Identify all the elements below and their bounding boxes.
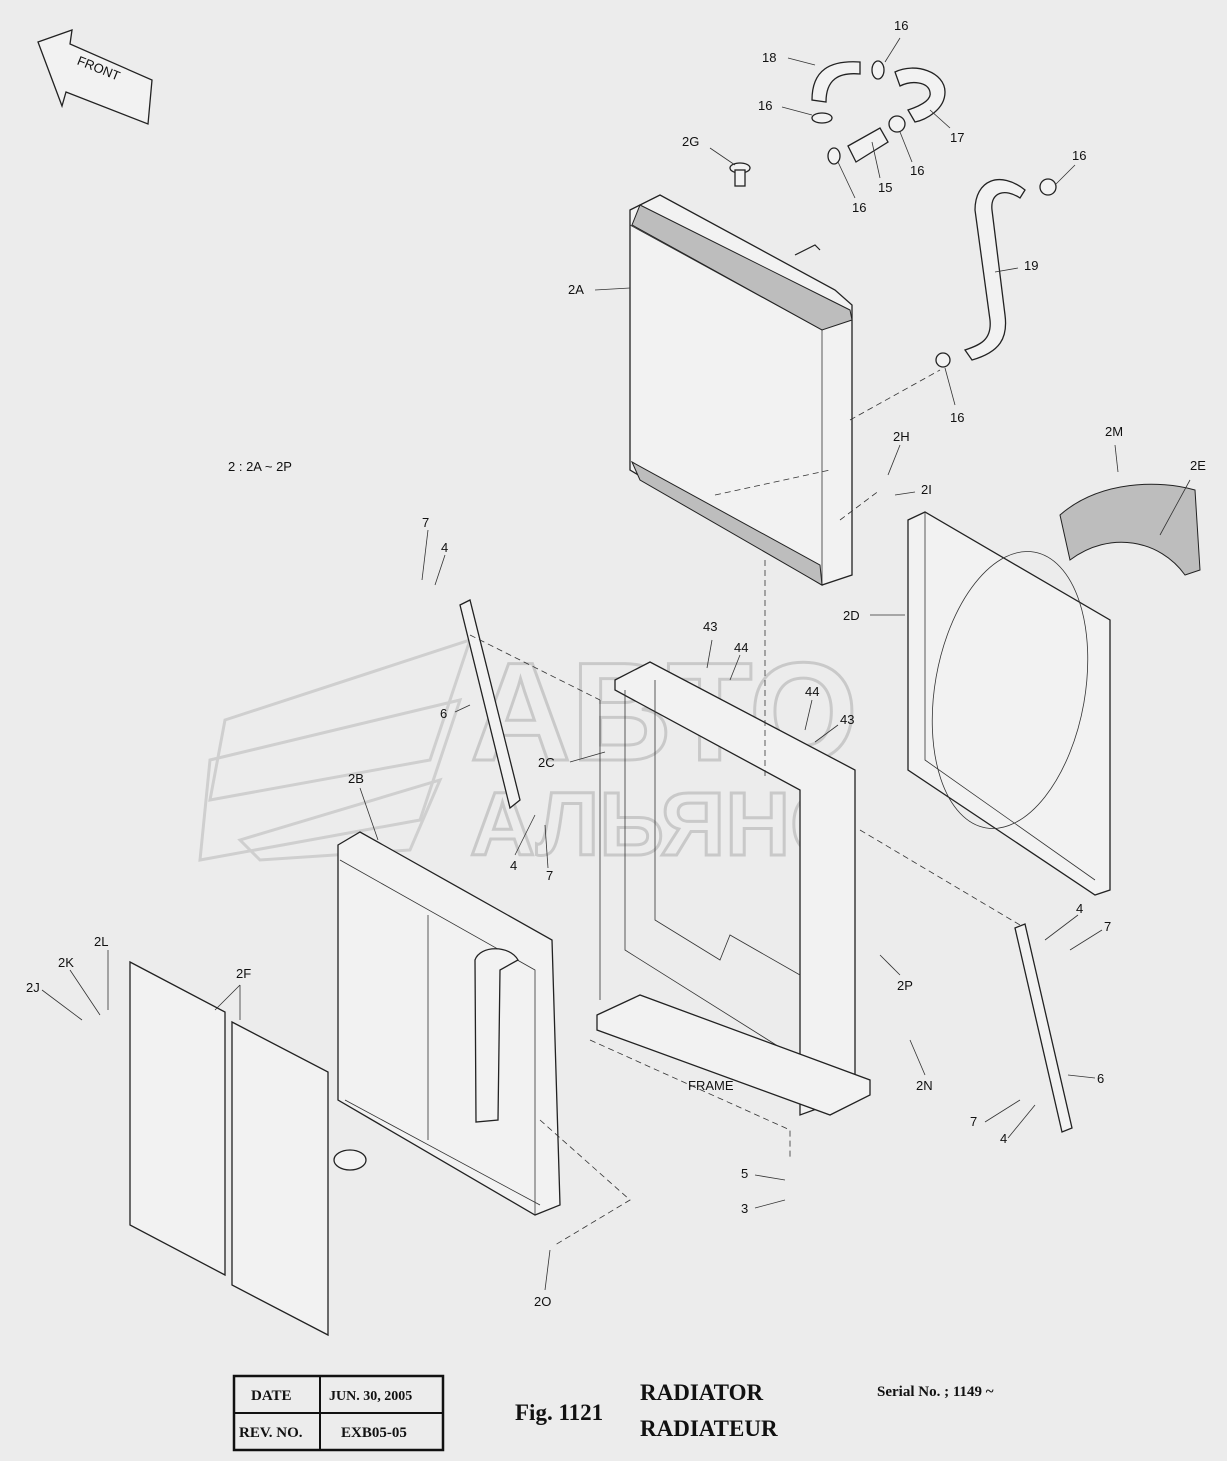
callout-15: 15 (878, 180, 892, 195)
callout-2d: 2D (843, 608, 860, 623)
callout-5: 5 (741, 1166, 748, 1181)
callout-44: 44 (734, 640, 748, 655)
date-label: DATE (251, 1388, 292, 1404)
title-english: RADIATOR (640, 1380, 763, 1405)
callout-3: 3 (741, 1201, 748, 1216)
callout-7: 7 (546, 868, 553, 883)
leader-lines (41, 37, 1191, 1291)
callout-2m: 2M (1105, 424, 1123, 439)
callout-16: 16 (1072, 148, 1086, 163)
title-block: DATE JUN. 30, 2005 REV. NO. EXB05-05 Fig… (232, 1374, 994, 1452)
callout-2a: 2A (568, 282, 584, 297)
callout-16: 16 (894, 18, 908, 33)
watermark-line2: АЛЬЯНС (470, 775, 855, 875)
callout-2n: 2N (916, 1078, 933, 1093)
callout-4: 4 (510, 858, 517, 873)
callout-2h: 2H (893, 429, 910, 444)
callout-2p: 2P (897, 978, 913, 993)
callout-17: 17 (950, 130, 964, 145)
stay-rods (459, 599, 1073, 1133)
callout-18: 18 (762, 50, 776, 65)
callouts: 16 18 16 17 2G 16 15 16 16 19 2A 16 2H 2… (26, 18, 1206, 1309)
fan-shroud (907, 483, 1201, 896)
title-french: RADIATEUR (640, 1416, 778, 1441)
callout-16: 16 (910, 163, 924, 178)
radiator-core (629, 194, 853, 586)
callout-16: 16 (852, 200, 866, 215)
callout-2j: 2J (26, 980, 40, 995)
callout-43: 43 (840, 712, 854, 727)
group-note: 2 : 2A ~ 2P (228, 459, 292, 474)
callout-2o: 2O (534, 1294, 551, 1309)
serial-number: Serial No. ; 1149 ~ (877, 1384, 994, 1400)
callout-43: 43 (703, 619, 717, 634)
date-value: JUN. 30, 2005 (329, 1389, 412, 1404)
callout-4: 4 (1000, 1131, 1007, 1146)
callout-7: 7 (1104, 919, 1111, 934)
callout-2l: 2L (94, 934, 108, 949)
rev-value: EXB05-05 (341, 1425, 407, 1441)
callout-6: 6 (440, 706, 447, 721)
callout-6: 6 (1097, 1071, 1104, 1086)
callout-7: 7 (422, 515, 429, 530)
rev-label: REV. NO. (239, 1425, 303, 1441)
callout-2c: 2C (538, 755, 555, 770)
callout-2b: 2B (348, 771, 364, 786)
callout-16: 16 (950, 410, 964, 425)
callout-4: 4 (1076, 901, 1083, 916)
callout-16: 16 (758, 98, 772, 113)
callout-2f: 2F (236, 966, 251, 981)
callout-2g: 2G (682, 134, 699, 149)
oil-cooler (333, 831, 561, 1216)
callout-2k: 2K (58, 955, 74, 970)
figure-number: Fig. 1121 (515, 1400, 603, 1425)
radiator-cap (729, 162, 751, 187)
callout-2i: 2I (921, 482, 932, 497)
callout-2e: 2E (1190, 458, 1206, 473)
frame-label: FRAME (688, 1078, 734, 1093)
front-arrow: FRONT (37, 29, 153, 125)
callout-7: 7 (970, 1114, 977, 1129)
side-panels (129, 960, 329, 1337)
radiator-frame (596, 661, 871, 1116)
callout-44: 44 (805, 684, 819, 699)
callout-4: 4 (441, 540, 448, 555)
callout-19: 19 (1024, 258, 1038, 273)
upper-hoses (811, 60, 1057, 368)
